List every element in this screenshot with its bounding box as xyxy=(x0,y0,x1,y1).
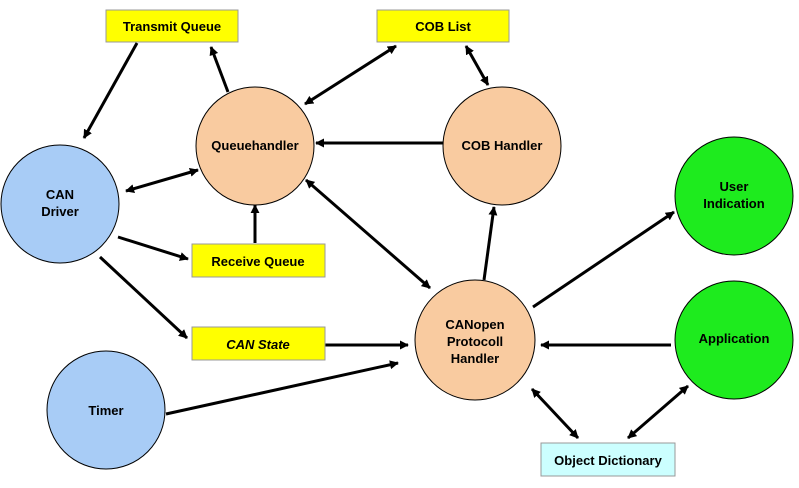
queuehandler-label: Queuehandler xyxy=(211,138,298,153)
edge-transmit-queue-to-can-driver xyxy=(82,42,139,139)
box-can-state: CAN State xyxy=(191,326,326,361)
receive-queue-label: Receive Queue xyxy=(211,254,304,269)
cob-handler-label: COB Handler xyxy=(462,138,543,153)
node-can-driver: CAN Driver xyxy=(0,144,120,264)
node-cob-handler: COB Handler xyxy=(442,86,562,206)
user-indication-label-line2: Indication xyxy=(703,196,764,211)
edge-object-dictionary-application xyxy=(627,384,689,440)
can-driver-label-line1: CAN xyxy=(46,187,74,202)
user-indication-label-line1: User xyxy=(720,179,749,194)
canopen-handler-label-line2: Protocoll xyxy=(447,334,503,349)
edge-can-driver-to-can-state xyxy=(98,255,189,340)
node-application: Application xyxy=(674,280,794,400)
can-driver-label-line2: Driver xyxy=(41,204,79,219)
canopen-handler-label-line1: CANopen xyxy=(445,317,504,332)
timer-label: Timer xyxy=(88,403,123,418)
box-object-dictionary: Object Dictionary xyxy=(540,442,676,477)
node-user-indication: User Indication xyxy=(674,136,794,256)
box-cob-list: COB List xyxy=(376,9,510,43)
can-state-label: CAN State xyxy=(226,337,290,352)
edge-canopen-handler-to-user-indication xyxy=(532,210,675,309)
edge-can-driver-to-receive-queue xyxy=(117,235,189,261)
edges xyxy=(82,42,689,440)
node-queuehandler: Queuehandler xyxy=(195,86,315,206)
edge-queuehandler-canopen-handler xyxy=(305,178,431,290)
canopen-handler-label-line3: Handler xyxy=(451,351,499,366)
box-transmit-queue: Transmit Queue xyxy=(105,9,239,43)
edge-canopen-handler-to-cob-handler xyxy=(482,206,498,281)
object-dictionary-label: Object Dictionary xyxy=(554,453,662,468)
edge-canopen-handler-object-dictionary xyxy=(530,387,580,440)
transmit-queue-label: Transmit Queue xyxy=(123,19,221,34)
application-label: Application xyxy=(699,331,770,346)
node-canopen-protocoll-handler: CANopen Protocoll Handler xyxy=(414,279,536,401)
edge-queuehandler-cob-list xyxy=(304,44,397,106)
cob-list-label: COB List xyxy=(415,19,471,34)
edge-can-driver-queuehandler xyxy=(125,167,199,194)
edge-cob-list-cob-handler xyxy=(464,45,490,86)
edge-timer-to-canopen-handler xyxy=(165,360,399,416)
node-timer: Timer xyxy=(46,350,166,470)
box-receive-queue: Receive Queue xyxy=(191,243,326,278)
edge-queuehandler-to-transmit-queue xyxy=(209,46,230,93)
